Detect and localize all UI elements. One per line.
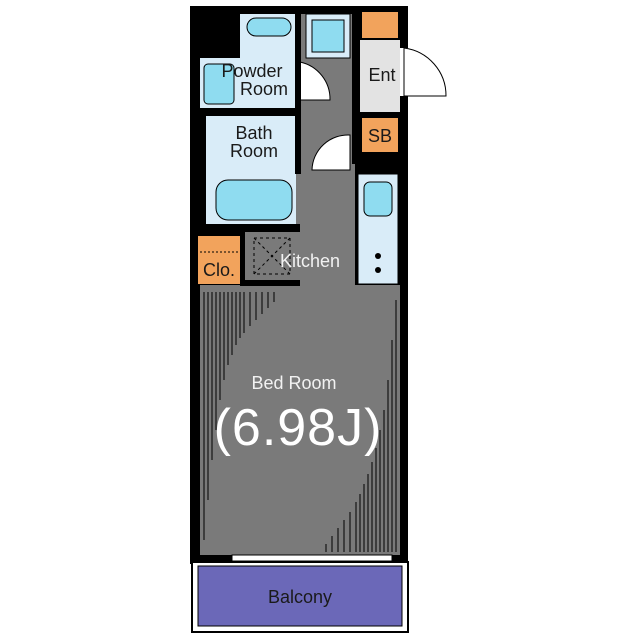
cabinet-floor [245,228,295,284]
wall [240,280,300,286]
entrance-label: Ent [368,65,396,85]
fridge-cross [253,237,291,275]
bath-room-label: Bath Room [206,124,302,160]
powder-room-label-line1: Powder [221,61,283,81]
entrance-door-swing [403,47,447,97]
closet-label: Clo. [202,260,235,280]
bedroom-floor [200,285,400,555]
bedroom-window [231,554,393,562]
balcony-floor [197,565,403,627]
kitchen-label: Kitchen [279,251,341,271]
wall [200,108,300,114]
floor-lines-right [325,300,397,552]
bath-room-label-line2: Room [229,141,278,161]
entrance-storage-top [362,12,398,38]
shoe-box-label: SB [367,126,392,146]
kitchen-sink [363,181,393,217]
balcony-label: Balcony [267,587,333,607]
powder-door-swing [299,61,331,101]
bath-room-label-line1: Bath [235,123,273,143]
powder-room-label: Powder Room [206,62,298,98]
toilet [203,63,235,105]
shoe-box [362,118,398,152]
entrance-area [360,40,400,112]
wall [200,114,206,224]
stove-burner [375,267,381,273]
fridge-space [253,237,291,275]
washbasin [246,17,292,37]
floor-lines-left [203,292,275,540]
bed-room-label: Bed Room [251,373,337,393]
bed-room-size-label: (6.98J) [213,399,383,457]
wall [295,14,301,174]
wall [352,14,358,164]
utility-fixture [311,19,345,53]
powder-room-label-line2: Room [239,79,288,99]
closet [198,236,240,284]
bathtub [215,179,293,221]
stove-burner [375,253,381,259]
wall [200,224,300,232]
bath-door-swing [311,134,351,171]
